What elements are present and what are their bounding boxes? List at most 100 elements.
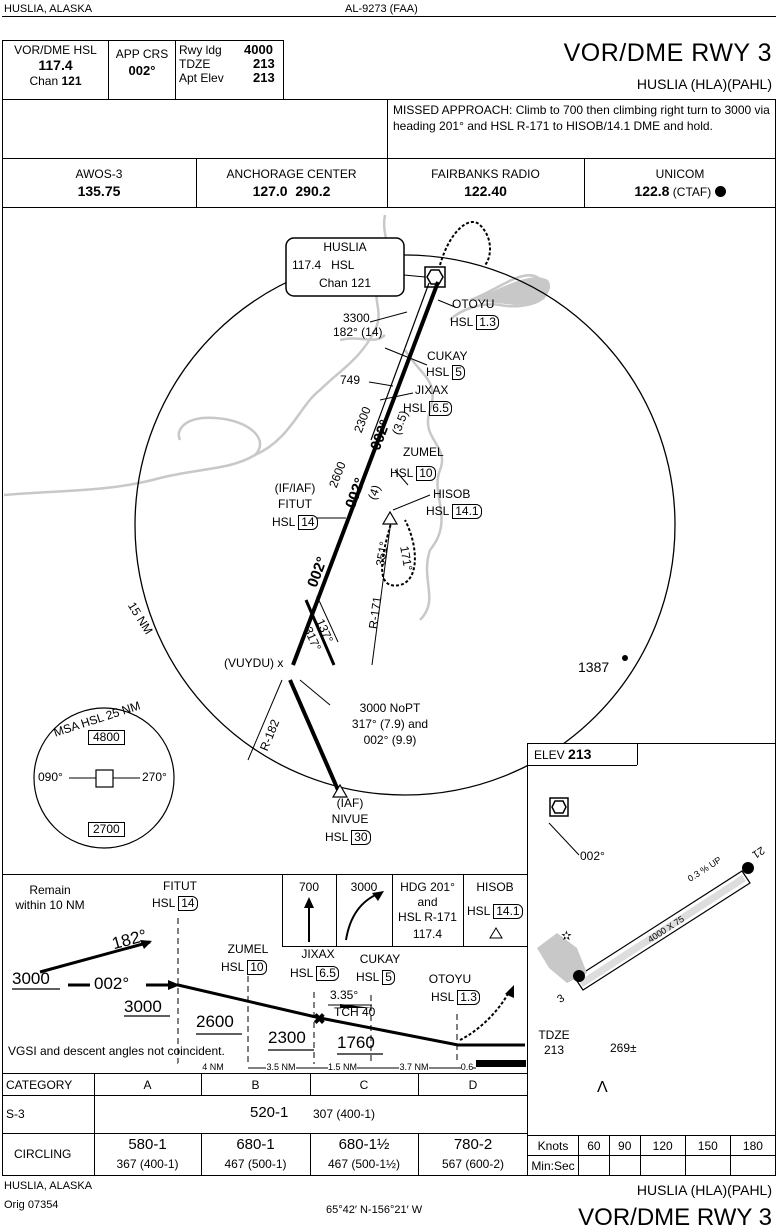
navaid-box: [285, 237, 405, 297]
airport-diagram: ✫ Λ: [537, 797, 754, 1096]
sketch-crs-line: [548, 822, 580, 856]
remain-1: Remain: [29, 883, 71, 897]
comms-div-1: [196, 158, 197, 208]
ma-div-3: [463, 874, 464, 947]
msa-270: 270°: [142, 770, 167, 784]
header-location: HUSLIA, ALASKA: [4, 3, 93, 15]
runway-info-box: [175, 40, 284, 100]
apron: [537, 933, 587, 983]
airport-name: HUSLIA (HLA)(PAHL): [636, 76, 772, 92]
hisob-dme-row: HSL 14.1: [426, 504, 482, 520]
chan-label: Chan: [29, 74, 59, 88]
jixax-dme-row: HSL 6.5: [403, 401, 452, 417]
ma-hisob-dme-row: HSL 14.1: [467, 904, 523, 920]
profile-alt-2600: 2600: [196, 1012, 234, 1031]
footer-coords: 65°42′ N-156°21′ W: [326, 1204, 423, 1216]
chan-value: 121: [61, 74, 82, 88]
circ-c-main: 680-1½: [338, 1136, 390, 1153]
dist-0-6: 0.6: [460, 1062, 474, 1072]
dist-3-5nm: 3.5 NM: [266, 1062, 296, 1072]
obstacle-749: 749: [340, 373, 361, 387]
minsec-label: Min:Sec: [527, 1155, 579, 1176]
proc-turn-out: [304, 599, 336, 666]
sketch-tdze-value: 213: [543, 1043, 565, 1057]
profile-otoyu: OTOYU: [428, 972, 472, 986]
profile-otoyu-dme-row: HSL 1.3: [431, 990, 480, 1006]
ma-hdg-4: 117.4: [412, 927, 443, 941]
profile-cukay: CUKAY: [359, 952, 401, 966]
missed-divider: [387, 99, 388, 159]
ma-div-2: [392, 874, 393, 947]
vuydu-label: (VUYDU) x: [224, 656, 284, 670]
s3-sub: 307 (400-1): [313, 1107, 376, 1121]
app-crs-value: 002°: [128, 63, 156, 78]
vgsi-angle: 3.35°: [330, 988, 359, 1002]
fitut-label: FITUT: [278, 497, 312, 511]
lake-shape: [470, 277, 551, 305]
msa-090: 090°: [38, 770, 63, 784]
app-crs-label: APP CRS: [115, 47, 169, 61]
timing-table: Knots 60 90 120 150 180 Min:Sec: [527, 1135, 777, 1176]
app-crs-box: [108, 40, 176, 100]
ctaf-icon: [714, 186, 726, 197]
elev-rule: [527, 765, 637, 766]
ma-hdg-1: HDG 201°: [400, 880, 455, 894]
nopt-1: 3000 NoPT: [359, 701, 421, 715]
s3-label: S-3: [6, 1107, 25, 1121]
vuydu-x-icon: x: [277, 656, 284, 670]
hisob-label: HISOB: [433, 487, 471, 501]
dist-4nm: 4 NM: [178, 1062, 248, 1073]
obstacle-icon: Λ: [597, 1079, 608, 1096]
profile-alt-3000-b: 3000: [124, 997, 162, 1016]
chart-id: AL-9273 (FAA): [345, 3, 418, 15]
ma-3000: 3000: [350, 880, 378, 894]
rwy-ldg-label: Rwy ldg: [179, 43, 222, 57]
footer-location: HUSLIA, ALASKA: [4, 1180, 93, 1192]
nav-label: VOR/DME HSL: [14, 43, 97, 57]
ring-15nm: [134, 254, 676, 796]
center-freq: 127.0 290.2: [252, 183, 331, 199]
ma-hdg-2: and: [417, 895, 438, 909]
cat-b: B: [251, 1078, 260, 1092]
speed-180: 180: [729, 1135, 777, 1156]
msa-circle: [33, 707, 175, 849]
sketch-crs: 002°: [580, 849, 605, 863]
cukay-dme-row: HSL 5: [426, 365, 465, 381]
feeder-nivue: [288, 679, 340, 791]
zumel-dme-row: HSL 10: [390, 466, 436, 482]
s3-main: 520-1: [250, 1104, 289, 1121]
radio-name: FAIRBANKS RADIO: [431, 167, 540, 181]
nivue-dme-row: HSL 30: [325, 830, 371, 846]
apt-elev-label: Apt Elev: [179, 71, 224, 85]
navaid-name: HUSLIA: [323, 240, 367, 254]
msa-2700: 2700: [88, 822, 125, 838]
rwy-ldg-value: 4000: [244, 42, 273, 57]
unicom-freq: 122.8: [634, 183, 670, 199]
briefing-top-rule: [2, 40, 284, 41]
footer-title: VOR/DME RWY 3: [578, 1204, 772, 1231]
profile-alt-1760: 1760: [337, 1033, 375, 1052]
fitut-iaf: (IF/IAF): [274, 481, 316, 495]
nav-box: [2, 40, 109, 100]
elev-row: ELEV 213: [534, 746, 592, 762]
missed-course-line: [370, 282, 430, 441]
nav-freq: 117.4: [38, 57, 73, 73]
nivue-label: NIVUE: [331, 812, 369, 826]
tdze-value: 213: [253, 56, 275, 71]
nopt-3: 002° (9.9): [363, 733, 417, 747]
elev-rule-v: [637, 743, 638, 765]
nivue-iaf: (IAF): [336, 796, 364, 810]
procedure-title: VOR/DME RWY 3: [563, 39, 772, 67]
hisob-triangle: [381, 510, 399, 525]
footer-airport: HUSLIA (HLA)(PAHL): [636, 1182, 772, 1198]
missed-approach-text: MISSED APPROACH: Climb to 700 then climb…: [393, 103, 770, 133]
tdze-label: TDZE: [179, 57, 211, 71]
footer-amendment: Orig 07354: [4, 1199, 59, 1211]
navaid-freq-id: 117.4 HSL: [292, 258, 355, 272]
profile-jixax: JIXAX: [301, 947, 335, 961]
msa-4800: 4800: [88, 730, 125, 746]
nivue-triangle: [331, 783, 349, 798]
ma-div-1: [336, 874, 337, 947]
ma-hdg-3: HSL R-171: [398, 910, 457, 924]
